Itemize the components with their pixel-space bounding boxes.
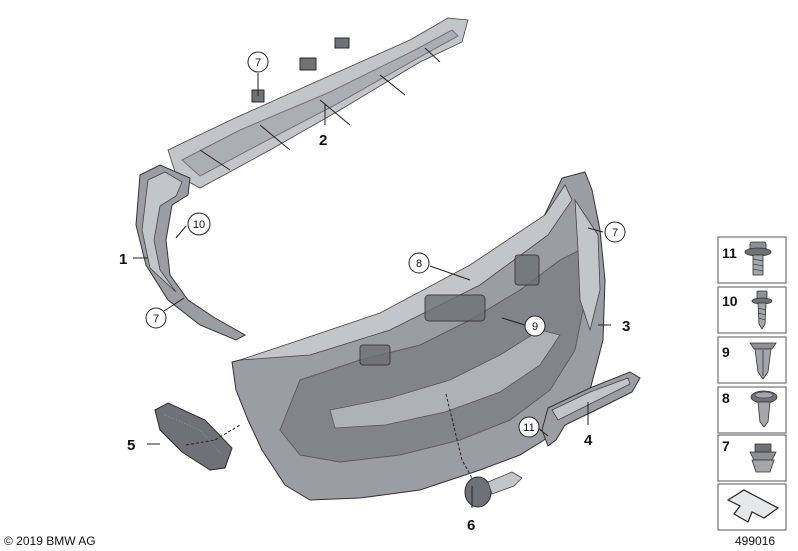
leader-lines: [133, 73, 611, 508]
pull-handle-part: [541, 371, 641, 447]
legend-cell-10: 10: [717, 286, 787, 334]
callout-10: 10: [187, 212, 211, 236]
legend-cell-7: 7: [717, 434, 787, 482]
legend-cell-small-parts: [717, 483, 787, 531]
part-label-2: 2: [319, 132, 327, 149]
callout-9: 9: [524, 315, 546, 337]
svg-text:11: 11: [523, 422, 534, 434]
part-label-1: 1: [119, 251, 127, 268]
svg-text:8: 8: [416, 258, 422, 270]
expansion-nut-icon: [749, 443, 777, 473]
side-trim-panel-part: [135, 164, 247, 341]
legend-cell-9: 9: [717, 336, 787, 384]
part-label-5: 5: [127, 437, 135, 454]
part-number-labels: 1 2 3 4 5 6: [119, 132, 630, 534]
upper-trim-panel-part: [167, 17, 469, 189]
svg-text:7: 7: [255, 57, 261, 69]
legend-cell-11: 11: [717, 236, 787, 284]
fastener-legend: 11 10 9: [717, 236, 787, 531]
svg-text:11: 11: [722, 245, 737, 261]
tailgate-trim-main-part: [231, 171, 606, 501]
corner-cover-part: [154, 402, 233, 471]
legend-cell-8: 8: [717, 386, 787, 434]
trim-rivet-icon: [750, 390, 778, 428]
callout-8: 8: [408, 252, 430, 274]
svg-text:10: 10: [722, 293, 738, 309]
small-parts-arrow-icon: [726, 489, 780, 523]
circled-callouts: 7 7 7 8 9 10 11: [145, 51, 626, 438]
flange-bolt-icon: [744, 241, 772, 276]
spreading-clip-icon: [749, 342, 777, 380]
part-label-3: 3: [622, 318, 630, 335]
callout-7-right: 7: [604, 221, 626, 243]
round-cap-part: [464, 471, 523, 508]
callout-11: 11: [518, 416, 540, 438]
callout-7-top: 7: [247, 51, 269, 73]
svg-text:7: 7: [153, 313, 159, 325]
screw-icon: [751, 290, 773, 330]
svg-text:7: 7: [612, 227, 618, 239]
svg-text:9: 9: [722, 344, 730, 360]
part-label-6: 6: [467, 517, 475, 534]
svg-text:10: 10: [193, 219, 205, 231]
diagram-number: 499016: [735, 534, 775, 548]
svg-text:9: 9: [532, 321, 538, 333]
callout-7-left: 7: [145, 307, 167, 329]
svg-text:8: 8: [722, 390, 730, 406]
part-label-4: 4: [584, 432, 593, 449]
svg-text:7: 7: [722, 438, 730, 454]
copyright-text: © 2019 BMW AG: [4, 534, 96, 548]
